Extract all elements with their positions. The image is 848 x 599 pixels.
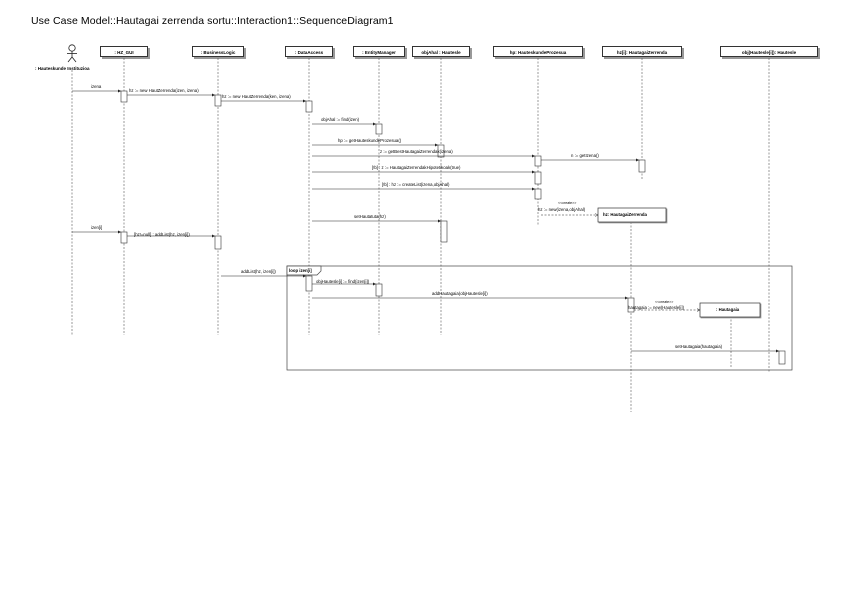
loop-fragment <box>286 265 793 371</box>
msg-label-get-izena: n := getIzena() <box>571 153 599 158</box>
lifeline-head-objahal-hautesle: objAhal : Hautesle <box>412 46 470 57</box>
msg-label-izen-i: izen[i] <box>91 225 103 230</box>
created-objects <box>597 207 761 318</box>
msg-label-izena: izena <box>91 84 102 89</box>
lifeline-head-data-access: : DataAccess <box>285 46 333 57</box>
lifeline-head-obj-hautesle: obj(Hautesle[i]): Hautesle <box>720 46 818 57</box>
activation-da-1 <box>305 100 313 113</box>
activation-da-2 <box>305 275 313 292</box>
activation-obj-hautesle <box>778 350 786 365</box>
activation-objahal-2 <box>440 220 448 243</box>
activation-bl-1 <box>214 94 222 107</box>
msg-label-get-best: z := getBestHautagaiZerrendak(izena) <box>380 149 453 154</box>
loop-fragment-label: loop izen[i] <box>289 268 312 273</box>
activation-gui-2 <box>120 231 128 244</box>
lifeline-head-entity-manager: : EntityManager <box>353 46 405 57</box>
lifeline-head-business-logic: : BusinessLogic <box>192 46 244 57</box>
msg-label-hipotetikoak: [!b] : z := HautagaiZerrendakHipotetikoa… <box>372 165 461 170</box>
activation-em-1 <box>375 123 383 135</box>
activations <box>120 90 786 365</box>
msg-label-add-list-2: addList(hz, izen[i]) <box>241 269 276 274</box>
activation-hp-2 <box>534 171 542 185</box>
activation-hz-2 <box>627 297 635 313</box>
activation-gui-1 <box>120 90 128 103</box>
msg-label-get-prozesua: hp := getHauteskundeProzesua() <box>338 138 402 143</box>
activation-bl-2 <box>214 235 222 250</box>
activation-hp-1 <box>534 155 542 167</box>
activation-hz-1 <box>638 159 646 173</box>
msg-label-new-hautzerrenda-1: hz := new HautZerrenda(izen, izena) <box>129 88 199 93</box>
msg-label-find-izen: objHautesle[i] := find(izen[i]) <box>316 279 370 284</box>
msg-label-set-hautatuta: setHautatuta(hz) <box>354 214 386 219</box>
created-hautagaia-box <box>699 302 761 318</box>
msg-label-new-hautzerrenda-2: hz := new HautZerrenda(ken, izena) <box>222 94 291 99</box>
message-arrows <box>72 89 779 353</box>
msg-label-create-hautagaia: hautagaia := new(Hautesle[i]) <box>628 305 685 310</box>
created-hz-label: hz: HautagaiZerrenda <box>603 212 647 217</box>
activation-hp-3 <box>534 188 542 200</box>
msg-label-create-list: [!b] : hz := createList(izena,objAhal) <box>382 182 450 187</box>
msg-label-find: objAhal := find(izen) <box>321 117 360 122</box>
lifeline-head-hz-gui: : HZ_GUI <box>100 46 148 57</box>
lifeline-head-hauteskunde-prozesua: hp: HauteskundeProzesua <box>493 46 583 57</box>
msg-label-set-hautagaia: setHautagaia(hautagaia) <box>675 344 723 349</box>
actor-icon <box>67 44 77 63</box>
diagram-title: Use Case Model::Hautagai zerrenda sortu:… <box>31 15 394 27</box>
msg-label-add-list-1: [hz!=null] : addList(hz, izen[i]) <box>134 232 190 237</box>
activation-objahal-1 <box>437 144 445 158</box>
msg-label-create-stereotype-2: <<create>> <box>655 300 674 304</box>
created-hautagaia-label: : Hautagaia <box>716 307 740 312</box>
msg-label-add-hautagaia: addHautagaia(objHautesle[i]) <box>432 291 488 296</box>
actor-label: : Hauteskunde Instituzioa <box>35 66 90 71</box>
lifeline-head-hautagai-zerrenda: hz[i]: HautagaiZerrenda <box>602 46 682 57</box>
msg-label-create-hz: hz := new(izena,objAhal) <box>538 207 586 212</box>
activation-em-2 <box>375 283 383 297</box>
msg-label-create-stereotype-1: <<create>> <box>558 201 577 205</box>
